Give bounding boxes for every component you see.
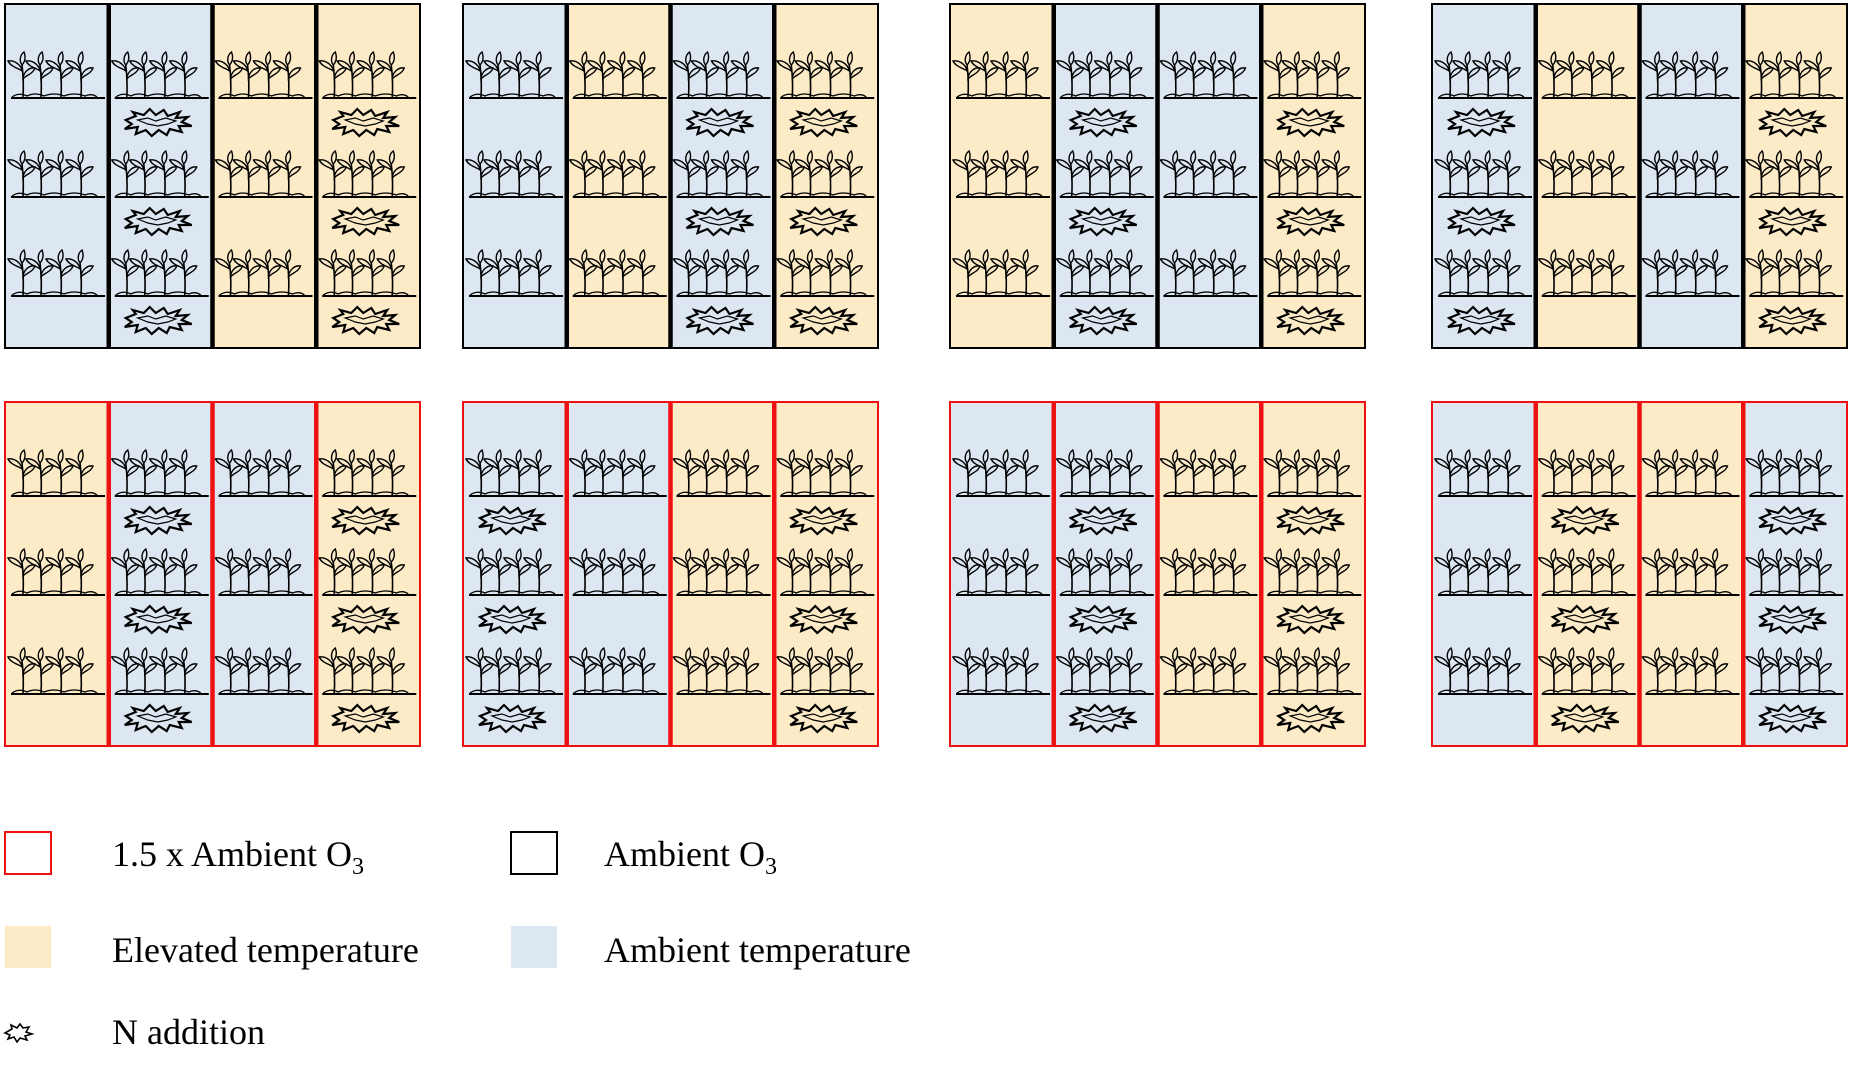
legend-swatch-ambient-temperature — [511, 926, 557, 968]
plot-border-ambient-o3 — [949, 3, 1366, 349]
legend-label-elevated-temperature: Elevated temperature — [112, 930, 419, 970]
plot-5 — [4, 401, 421, 747]
plot-border-elevated-o3 — [462, 401, 879, 747]
legend-label-elevated-o3: 1.5 x Ambient O3 — [112, 834, 364, 880]
legend-swatch-ambient-o3 — [510, 831, 558, 875]
plot-8 — [1431, 401, 1848, 747]
plot-border-elevated-o3 — [949, 401, 1366, 747]
plot-border-elevated-o3 — [1431, 401, 1848, 747]
plot-3 — [949, 3, 1366, 349]
legend-symbols — [4, 831, 558, 1043]
plot-7 — [949, 401, 1366, 747]
legend-label-ambient-temperature: Ambient temperature — [604, 930, 911, 970]
legend-swatch-n-addition — [4, 1023, 33, 1043]
legend-label-n-addition: N addition — [112, 1012, 265, 1052]
legend-swatch-elevated-o3 — [4, 831, 52, 875]
plot-border-ambient-o3 — [4, 3, 421, 349]
legend-swatch-elevated-temperature — [5, 926, 51, 968]
plots-layer — [4, 3, 1848, 747]
plot-border-elevated-o3 — [4, 401, 421, 747]
plot-2 — [462, 3, 879, 349]
legend-label-ambient-o3: Ambient O3 — [604, 834, 777, 880]
plot-border-ambient-o3 — [462, 3, 879, 349]
plot-border-ambient-o3 — [1431, 3, 1848, 349]
plot-4 — [1431, 3, 1848, 349]
plot-1 — [4, 3, 421, 349]
plot-6 — [462, 401, 879, 747]
